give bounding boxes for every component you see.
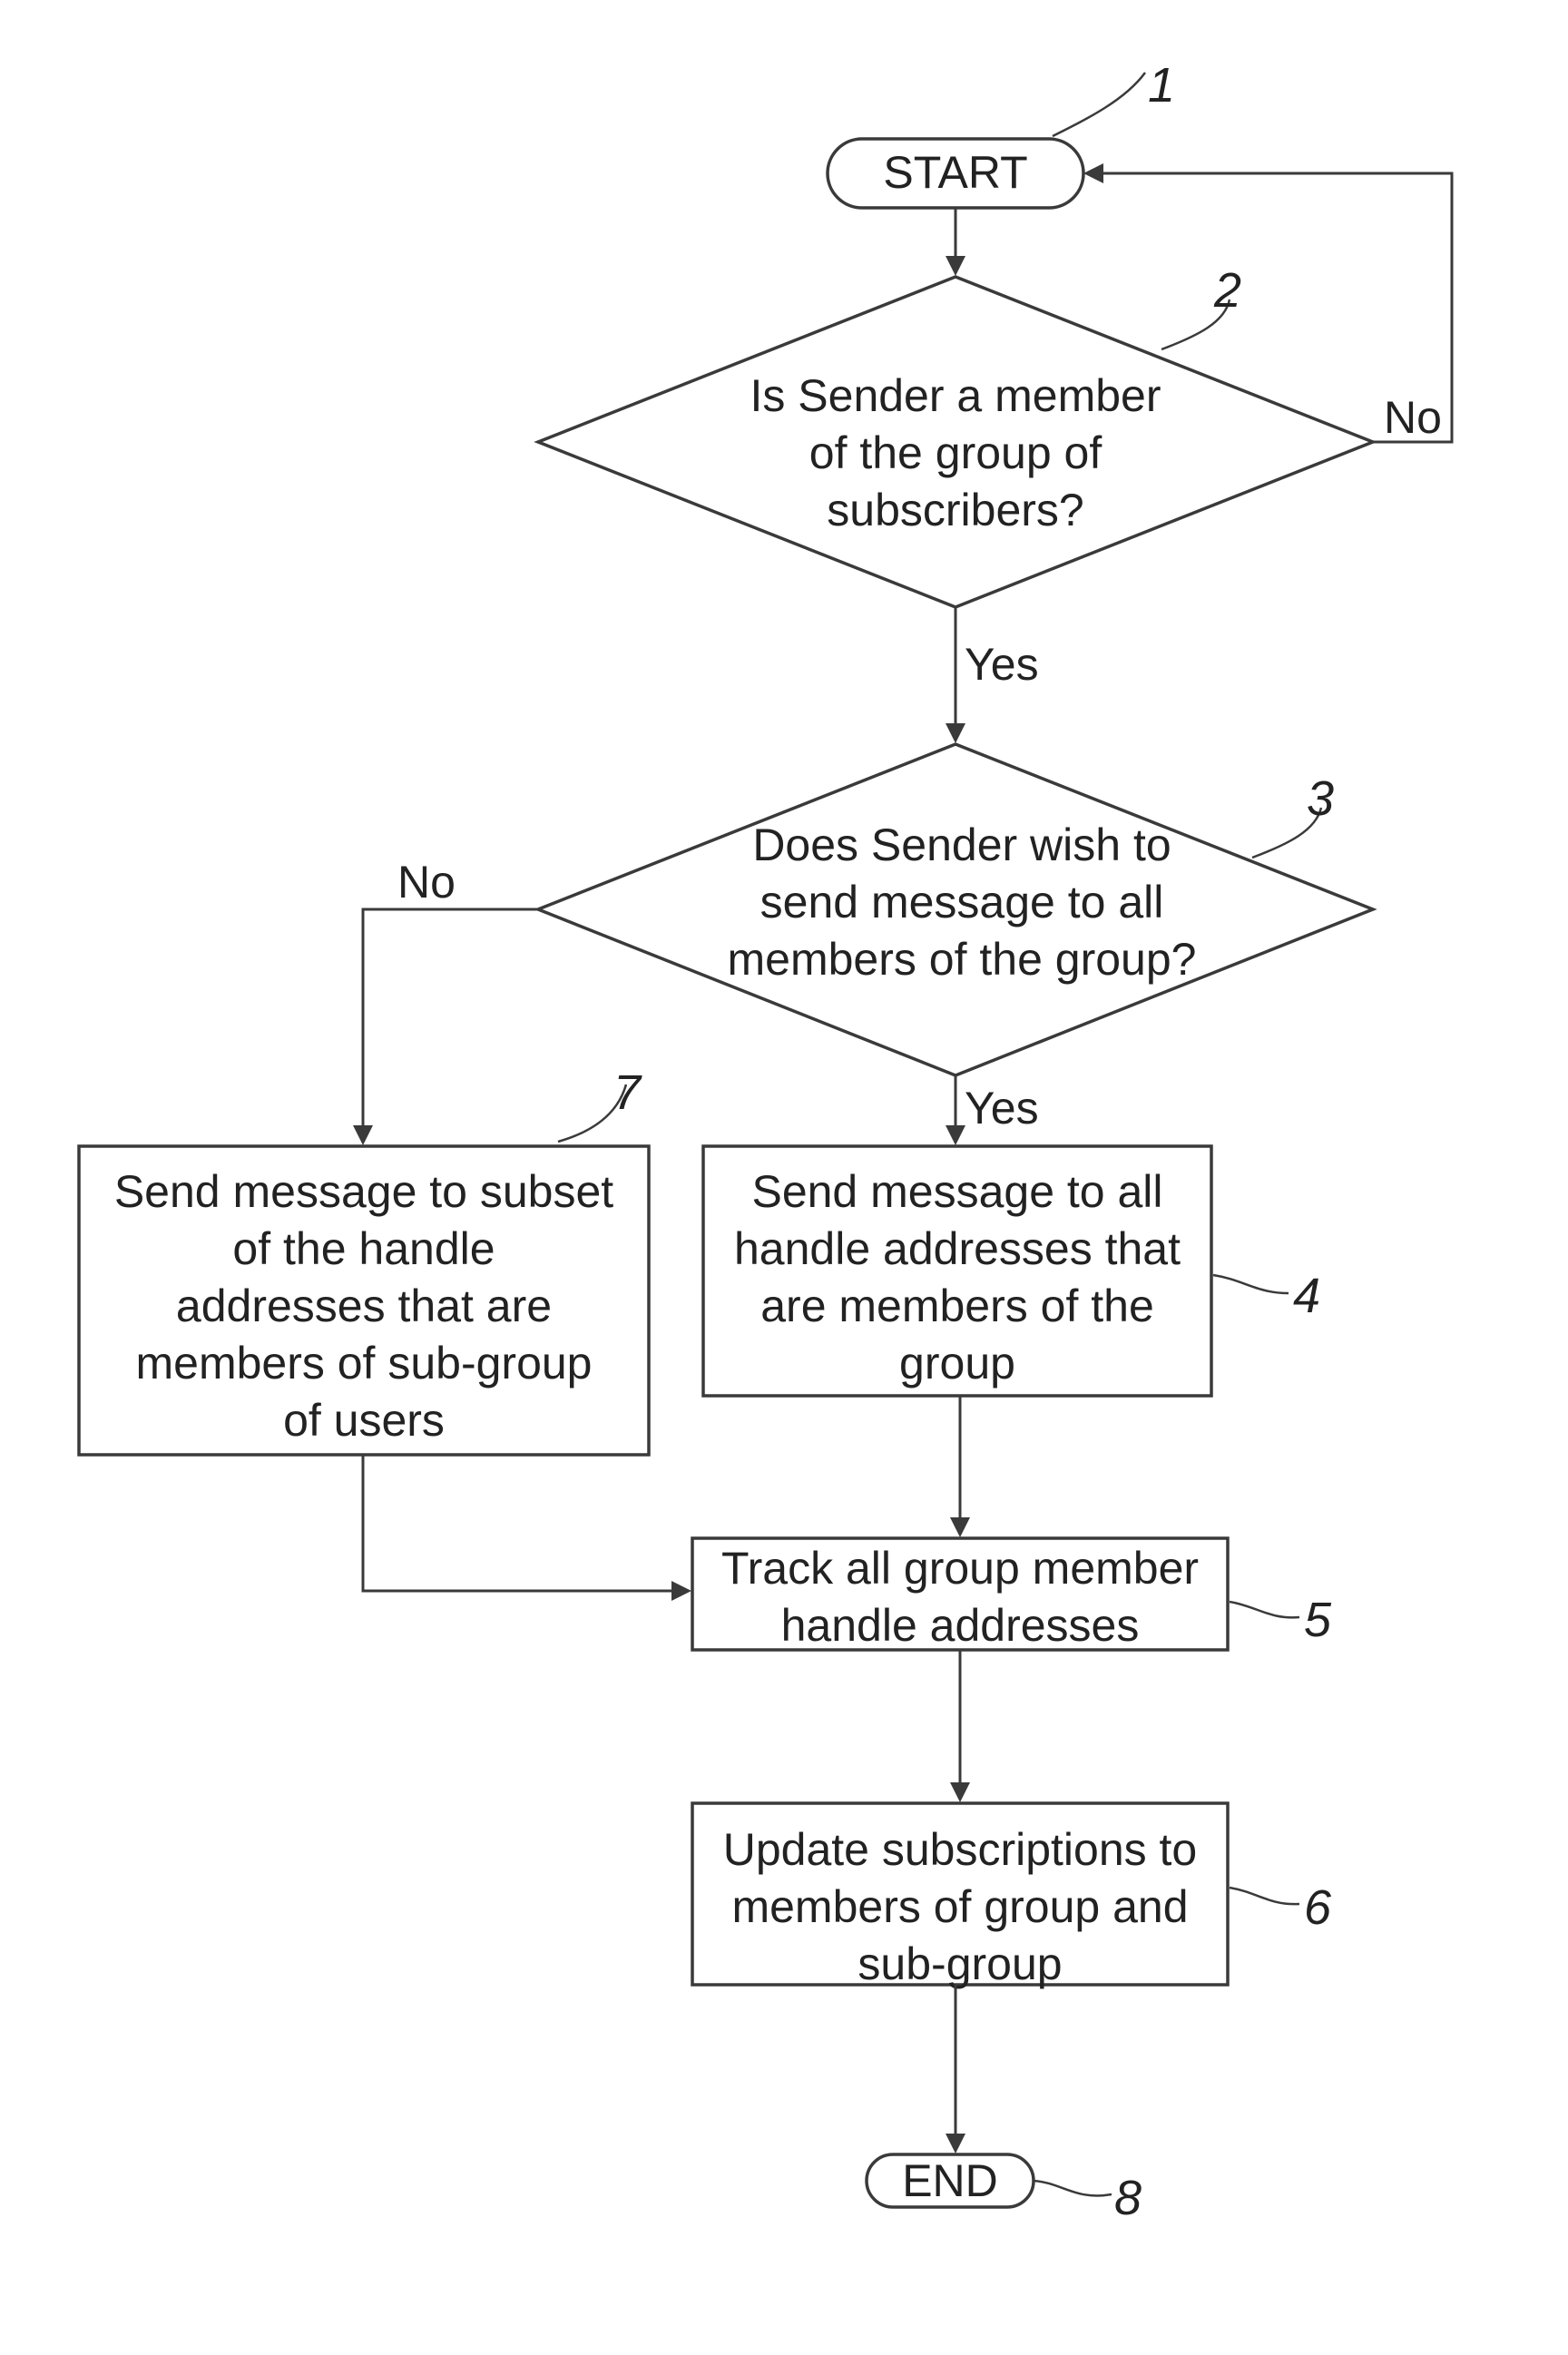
update-line-1: Update subscriptions to (723, 1824, 1198, 1875)
arrowhead (1083, 163, 1103, 183)
arrowhead (946, 2134, 965, 2154)
edge-label-all-no: No (397, 857, 456, 908)
arrowhead (950, 1517, 970, 1537)
ref-4-leader (1213, 1275, 1289, 1293)
decision-member-line-1: Is Sender a member (750, 370, 1161, 421)
ref-3: 3 (1307, 771, 1334, 826)
send-all-line-3: are members of the (760, 1281, 1154, 1331)
arrowhead (671, 1581, 691, 1601)
decision-all-line-2: send message to all (760, 877, 1164, 927)
ref-6-leader (1230, 1888, 1299, 1904)
arrowhead (946, 256, 965, 276)
update-line-3: sub-group (858, 1938, 1062, 1989)
send-all-line-2: handle addresses that (734, 1223, 1181, 1274)
ref-8-leader (1034, 2181, 1112, 2195)
edge-send-subset-track (363, 1455, 675, 1591)
track-line-2: handle addresses (781, 1600, 1140, 1651)
decision-all-line-3: members of the group? (728, 934, 1197, 985)
ref-6: 6 (1304, 1880, 1332, 1935)
start-label: START (883, 147, 1027, 198)
end-label: END (902, 2155, 998, 2206)
ref-7: 7 (613, 1065, 642, 1120)
send-all-line-1: Send message to all (751, 1166, 1162, 1217)
ref-2: 2 (1213, 263, 1241, 318)
send-subset-line-3: addresses that are (176, 1281, 552, 1331)
send-all-node: Send message to all handle addresses tha… (703, 1146, 1211, 1396)
ref-5: 5 (1304, 1593, 1332, 1647)
end-node: END (867, 2154, 1034, 2207)
send-subset-line-5: of users (283, 1395, 445, 1446)
ref-5-leader (1230, 1602, 1299, 1617)
arrowhead (353, 1125, 373, 1145)
send-subset-node: Send message to subset of the handle add… (79, 1146, 649, 1455)
start-node: START (828, 139, 1083, 208)
send-subset-line-1: Send message to subset (114, 1166, 613, 1217)
decision-member-node: Is Sender a member of the group of subsc… (538, 277, 1373, 607)
ref-1: 1 (1148, 58, 1175, 113)
edge-label-member-no: No (1384, 392, 1442, 443)
track-line-1: Track all group member (721, 1543, 1199, 1594)
edge-label-all-yes: Yes (965, 1083, 1039, 1133)
arrowhead (946, 723, 965, 743)
decision-member-line-3: subscribers? (827, 485, 1083, 535)
decision-all-line-1: Does Sender wish to (752, 819, 1171, 870)
edge-all-no (363, 909, 538, 1129)
edge-label-member-yes: Yes (965, 639, 1039, 690)
arrowhead (946, 1125, 965, 1145)
arrowhead (950, 1782, 970, 1802)
ref-8: 8 (1114, 2171, 1142, 2225)
send-all-line-4: group (899, 1338, 1015, 1388)
send-subset-line-4: members of sub-group (135, 1338, 592, 1388)
ref-1-leader (1053, 73, 1145, 136)
track-node: Track all group member handle addresses (692, 1538, 1228, 1651)
decision-member-line-2: of the group of (809, 427, 1102, 478)
send-subset-line-2: of the handle (232, 1223, 495, 1274)
update-node: Update subscriptions to members of group… (692, 1803, 1228, 1989)
decision-all-node: Does Sender wish to send message to all … (538, 744, 1373, 1075)
ref-4: 4 (1293, 1269, 1320, 1323)
update-line-2: members of group and (731, 1881, 1188, 1932)
